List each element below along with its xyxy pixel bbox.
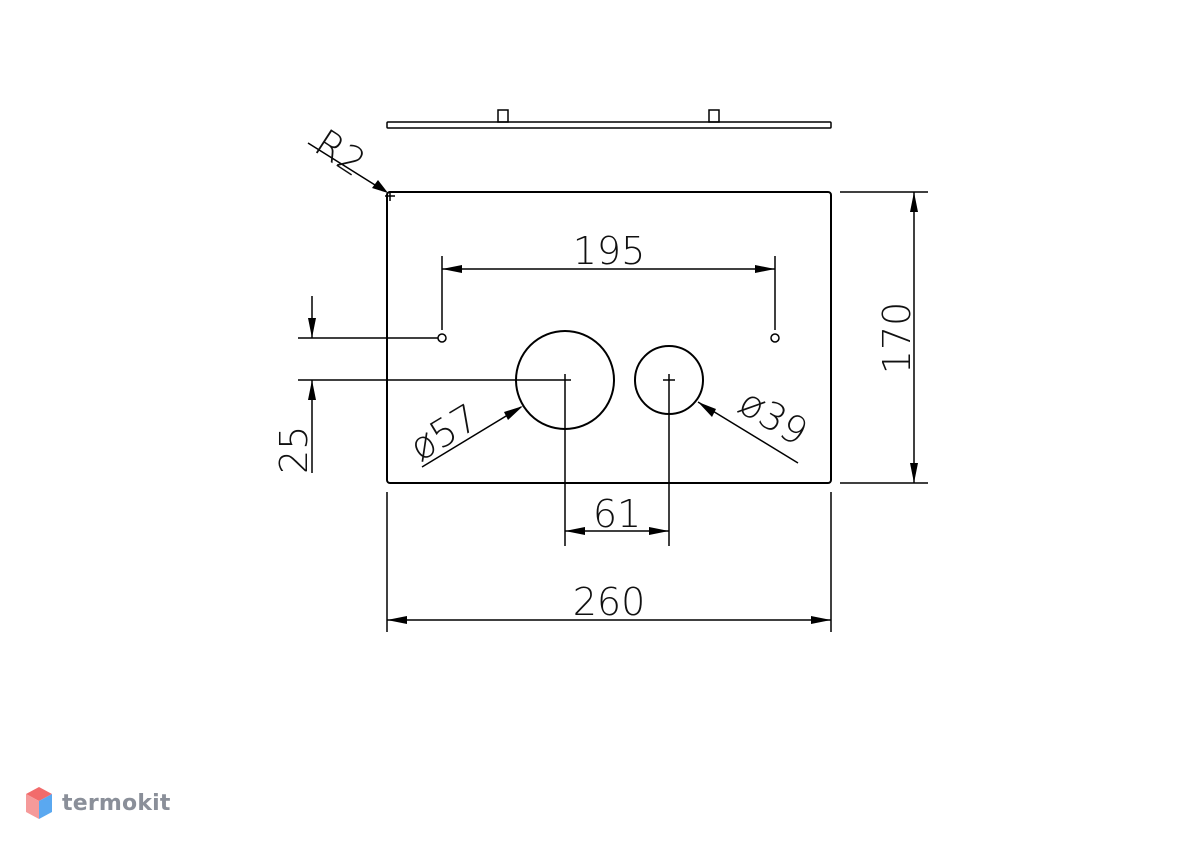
width-label: 260: [573, 580, 646, 624]
center-distance-label: 61: [593, 492, 641, 536]
hole-spacing-label: 195: [573, 229, 646, 273]
dim-195: [441, 256, 776, 330]
mount-hole-right: [770, 333, 780, 343]
height-label: 170: [875, 302, 919, 375]
dim-25: [298, 296, 559, 473]
cube-icon: [26, 787, 52, 819]
small-diameter-label: ø39: [731, 380, 815, 455]
offset-label: 25: [272, 426, 316, 474]
mount-hole-left: [437, 333, 447, 343]
logo-text: termokit: [62, 790, 171, 816]
large-diameter-label: ø57: [402, 395, 486, 470]
radius-label: R2: [307, 121, 373, 185]
termokit-logo: termokit: [24, 783, 171, 823]
dia39-leader: [697, 401, 799, 464]
dia57-leader: [421, 406, 523, 468]
radius-leader: [307, 142, 395, 201]
dim-170: [840, 191, 928, 484]
dim-260: [386, 492, 832, 632]
side-view: [386, 109, 832, 129]
dim-61: [564, 386, 670, 546]
